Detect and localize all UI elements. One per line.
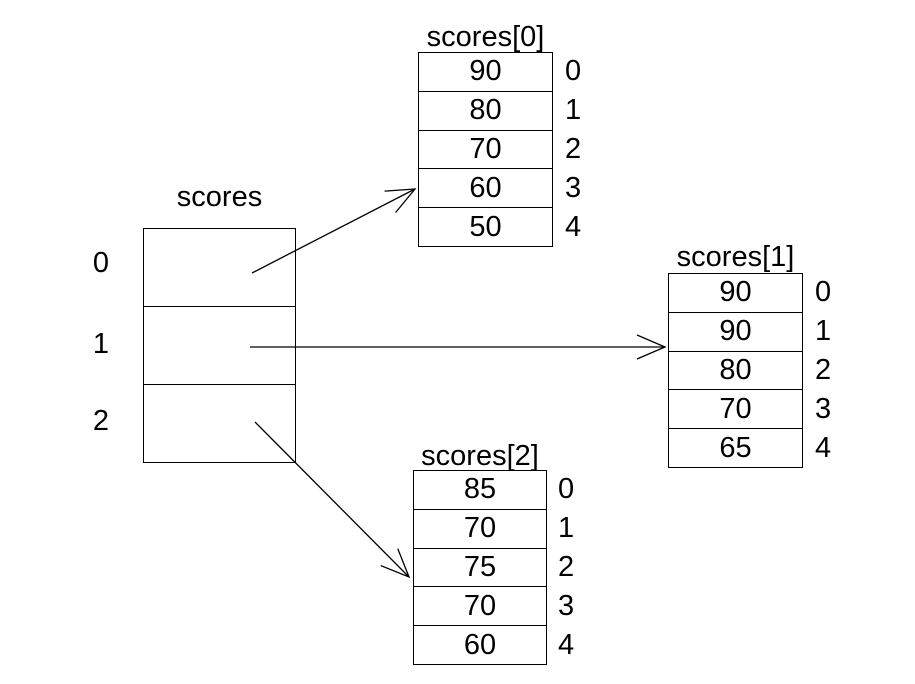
row-index-label: 3 xyxy=(815,393,832,425)
row-index-label: 3 xyxy=(558,590,575,622)
row-index-label: 0 xyxy=(558,473,575,505)
sub-array-2-indices: 0 1 2 3 4 xyxy=(558,470,584,665)
row-index-label: 0 xyxy=(815,276,832,308)
main-array-cell-2 xyxy=(144,384,295,462)
table-cell-value: 60 xyxy=(419,168,552,207)
sub-array-1-title: scores[1] xyxy=(676,241,795,273)
sub-array-2-table: 85 70 75 70 60 xyxy=(413,470,547,665)
row-index-label: 3 xyxy=(565,172,582,204)
table-cell-value: 80 xyxy=(419,90,552,130)
row-index-label: 1 xyxy=(815,315,832,347)
table-cell-value: 65 xyxy=(669,428,802,467)
row-index-label: 4 xyxy=(815,432,832,464)
table-cell-value: 90 xyxy=(669,311,802,351)
row-index-label: 2 xyxy=(565,133,582,165)
main-array-index-0: 0 xyxy=(92,247,110,279)
table-cell-value: 70 xyxy=(669,389,802,428)
table-cell-value: 90 xyxy=(719,276,752,309)
main-array-title: scores xyxy=(176,181,263,213)
sub-array-1-table: 90 90 80 70 65 xyxy=(668,273,803,468)
table-cell-value: 85 xyxy=(463,473,497,506)
main-array-index-2: 2 xyxy=(92,405,110,437)
table-cell-value: 60 xyxy=(414,625,546,664)
sub-array-0-indices: 0 1 2 3 4 xyxy=(565,52,591,247)
row-index-label: 1 xyxy=(565,94,582,126)
table-cell-value: 70 xyxy=(414,586,546,625)
row-index-label: 2 xyxy=(815,354,832,386)
main-array-box xyxy=(143,228,296,463)
table-cell-value: 70 xyxy=(419,129,552,169)
row-index-label: 0 xyxy=(565,55,582,87)
sub-array-0-title: scores[0] xyxy=(426,21,545,53)
table-cell-value: 50 xyxy=(419,207,552,246)
sub-array-0-table: 90 80 70 60 50 xyxy=(418,52,553,247)
row-index-label: 1 xyxy=(558,512,575,544)
sub-array-1-indices: 0 1 2 3 4 xyxy=(815,273,841,468)
table-cell-value: 75 xyxy=(414,547,546,587)
main-array-index-1: 1 xyxy=(92,328,110,360)
row-index-label: 4 xyxy=(558,629,575,661)
sub-array-2-title: scores[2] xyxy=(421,440,539,472)
row-index-label: 4 xyxy=(565,211,582,243)
table-cell-value: 80 xyxy=(669,350,802,390)
row-index-label: 2 xyxy=(558,551,575,583)
main-array-cell-0 xyxy=(144,229,295,306)
main-array-cell-1 xyxy=(144,306,295,384)
table-cell-value: 90 xyxy=(469,55,502,88)
table-cell-value: 70 xyxy=(414,508,546,548)
